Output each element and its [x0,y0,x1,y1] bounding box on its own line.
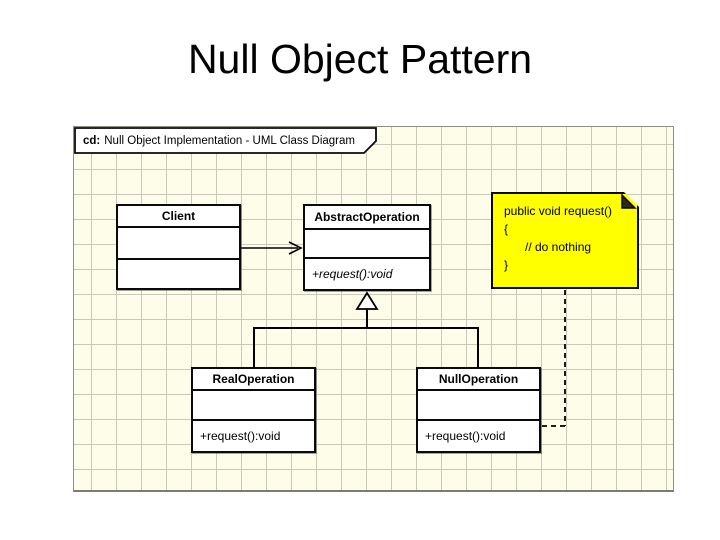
class-attributes-compartment [193,389,314,419]
class-name: RealOperation [212,372,295,386]
class-operation-label: +request():void [425,429,506,443]
note-line: // do nothing [525,240,592,254]
class-operation-label: +request():void [312,267,393,281]
class-box-nulloperation: NullOperation +request():void [416,367,541,453]
class-name: AbstractOperation [314,210,420,224]
class-operations-compartment: +request():void [418,419,539,451]
class-operations-compartment: +request():void [305,257,429,289]
uml-note: public void request() { // do nothing } [491,192,639,289]
note-line: } [504,258,509,272]
class-name: NullOperation [438,372,519,386]
note-line: public void request() [504,204,613,218]
page-title: Null Object Pattern [187,36,533,82]
generalization-triangle-icon [355,291,379,310]
note-line: { [504,222,509,236]
class-name: Client [161,209,196,223]
class-box-client: Client [116,204,241,290]
class-operations-compartment [118,258,239,288]
class-attributes-compartment [418,389,539,419]
frame-label-text: Null Object Implementation - UML Class D… [104,135,355,147]
association-arrowhead-icon [288,241,303,255]
class-box-realoperation: RealOperation +request():void [191,367,316,453]
class-attributes-compartment [118,226,239,258]
frame-label: cd:Null Object Implementation - UML Clas… [76,129,373,153]
class-operations-compartment: +request():void [193,419,314,451]
frame-label-shape [74,127,377,154]
diagram-panel: cd:Null Object Implementation - UML Clas… [73,126,674,492]
frame-label-prefix: cd: [83,135,101,147]
class-operation-label: +request():void [200,429,281,443]
diagram-connectors-layer [74,127,566,427]
note-fold-icon [621,194,637,210]
class-box-abstractoperation: AbstractOperation +request():void [303,204,431,291]
class-attributes-compartment [305,228,429,257]
